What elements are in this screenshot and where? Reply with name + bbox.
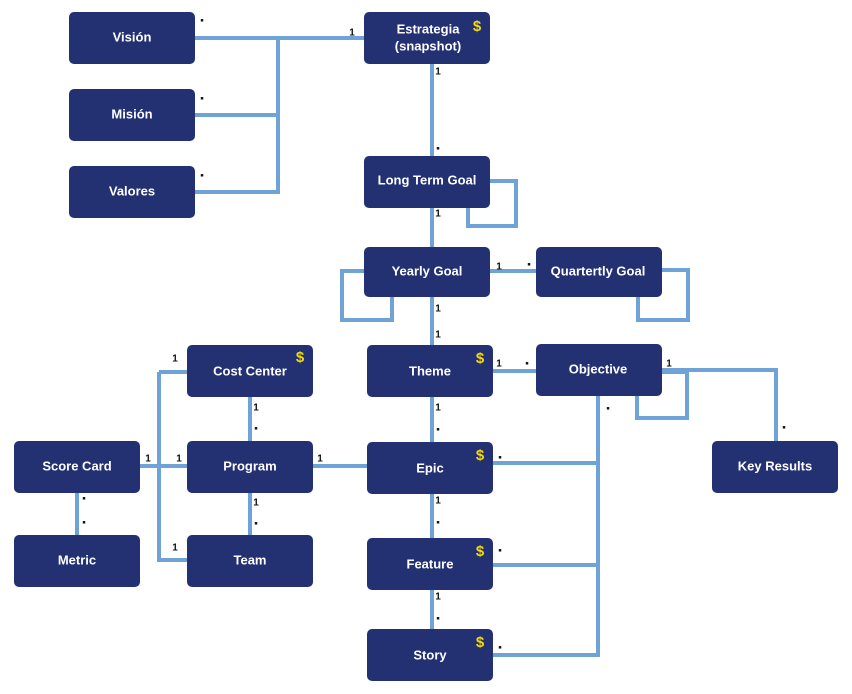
cardinality-markers: 1 ▪ ▪ ▪ 1 ▪ 1 1 ▪ 1 1 1 ▪ 1 ▪ ▪ 1 ▪ ▪ 1 … <box>82 16 786 654</box>
node-score-card-label: Score Card <box>42 458 111 473</box>
node-story-label: Story <box>413 647 447 662</box>
node-key-results: Key Results <box>712 441 838 493</box>
dollar-icon: $ <box>476 447 485 464</box>
card-one: 1 <box>253 498 259 509</box>
card-one: 1 <box>317 454 323 465</box>
node-objective-label: Objective <box>569 361 628 376</box>
card-one: 1 <box>435 592 441 603</box>
node-theme-label: Theme <box>409 363 451 378</box>
node-quarterly-goal: Quartertly Goal <box>536 247 662 297</box>
edge-scorecard-bus <box>157 370 188 562</box>
node-team: Team <box>187 535 313 587</box>
node-quarterly-goal-label: Quartertly Goal <box>551 263 646 278</box>
node-feature-label: Feature <box>407 556 454 571</box>
card-many: ▪ <box>82 494 86 505</box>
connectors <box>75 36 778 657</box>
node-story: Story $ <box>367 629 493 681</box>
card-many: ▪ <box>200 171 204 182</box>
node-team-label: Team <box>234 552 267 567</box>
card-many: ▪ <box>498 643 502 654</box>
card-one: 1 <box>176 454 182 465</box>
card-many: ▪ <box>527 260 531 271</box>
card-many: ▪ <box>436 614 440 625</box>
node-epic-label: Epic <box>416 460 443 475</box>
card-many: ▪ <box>200 94 204 105</box>
node-strategy-label2: (snapshot) <box>395 38 461 53</box>
card-one: 1 <box>172 354 178 365</box>
card-one: 1 <box>172 543 178 554</box>
dollar-icon: $ <box>473 18 482 35</box>
node-yearly-goal-label: Yearly Goal <box>392 263 463 278</box>
node-cost-center-label: Cost Center <box>213 363 287 378</box>
node-metric: Metric <box>14 535 140 587</box>
node-program-label: Program <box>223 458 276 473</box>
card-one: 1 <box>435 330 441 341</box>
card-one: 1 <box>435 67 441 78</box>
node-strategy-label: Estrategia <box>397 21 461 36</box>
node-objective: Objective <box>536 344 662 396</box>
card-one: 1 <box>253 403 259 414</box>
nodes: Visión Misión Valores Estrategia (snapsh… <box>14 12 838 681</box>
card-many: ▪ <box>606 404 610 415</box>
node-mission: Misión <box>69 89 195 141</box>
node-feature: Feature $ <box>367 538 493 590</box>
card-many: ▪ <box>436 425 440 436</box>
card-many: ▪ <box>782 423 786 434</box>
card-many: ▪ <box>498 546 502 557</box>
node-values-label: Valores <box>109 183 155 198</box>
node-mission-label: Misión <box>111 106 152 121</box>
card-many: ▪ <box>254 424 258 435</box>
edge-objective-bus <box>492 396 600 657</box>
card-one: 1 <box>435 403 441 414</box>
card-one: 1 <box>666 359 672 370</box>
card-one: 1 <box>349 28 355 39</box>
dollar-icon: $ <box>476 634 485 651</box>
node-vision: Visión <box>69 12 195 64</box>
card-one: 1 <box>496 359 502 370</box>
edge-yearly-self <box>340 269 394 322</box>
node-long-term-goal: Long Term Goal <box>364 156 490 208</box>
node-long-term-goal-label: Long Term Goal <box>378 172 477 187</box>
node-values: Valores <box>69 166 195 218</box>
edge-longterm-self <box>466 179 518 228</box>
card-many: ▪ <box>436 144 440 155</box>
node-theme: Theme $ <box>367 345 493 397</box>
card-many: ▪ <box>200 16 204 27</box>
node-key-results-label: Key Results <box>738 458 812 473</box>
node-program: Program <box>187 441 313 493</box>
edge-values-bus <box>194 38 280 194</box>
card-one: 1 <box>496 262 502 273</box>
edge-quarterly-self <box>636 268 690 322</box>
card-many: ▪ <box>525 359 529 370</box>
card-one: 1 <box>145 454 151 465</box>
edge-objective-keyresults <box>661 368 778 442</box>
node-score-card: Score Card <box>14 441 140 493</box>
card-one: 1 <box>435 496 441 507</box>
card-many: ▪ <box>254 519 258 530</box>
card-one: 1 <box>435 304 441 315</box>
node-metric-label: Metric <box>58 552 96 567</box>
card-many: ▪ <box>82 518 86 529</box>
node-yearly-goal: Yearly Goal <box>364 247 490 297</box>
card-many: ▪ <box>436 518 440 529</box>
node-cost-center: Cost Center $ <box>187 345 313 397</box>
node-epic: Epic $ <box>367 442 493 494</box>
dollar-icon: $ <box>476 350 485 367</box>
node-vision-label: Visión <box>113 29 152 44</box>
dollar-icon: $ <box>296 349 305 366</box>
dollar-icon: $ <box>476 543 485 560</box>
card-one: 1 <box>435 209 441 220</box>
node-strategy: Estrategia (snapshot) $ <box>364 12 490 64</box>
card-many: ▪ <box>498 453 502 464</box>
